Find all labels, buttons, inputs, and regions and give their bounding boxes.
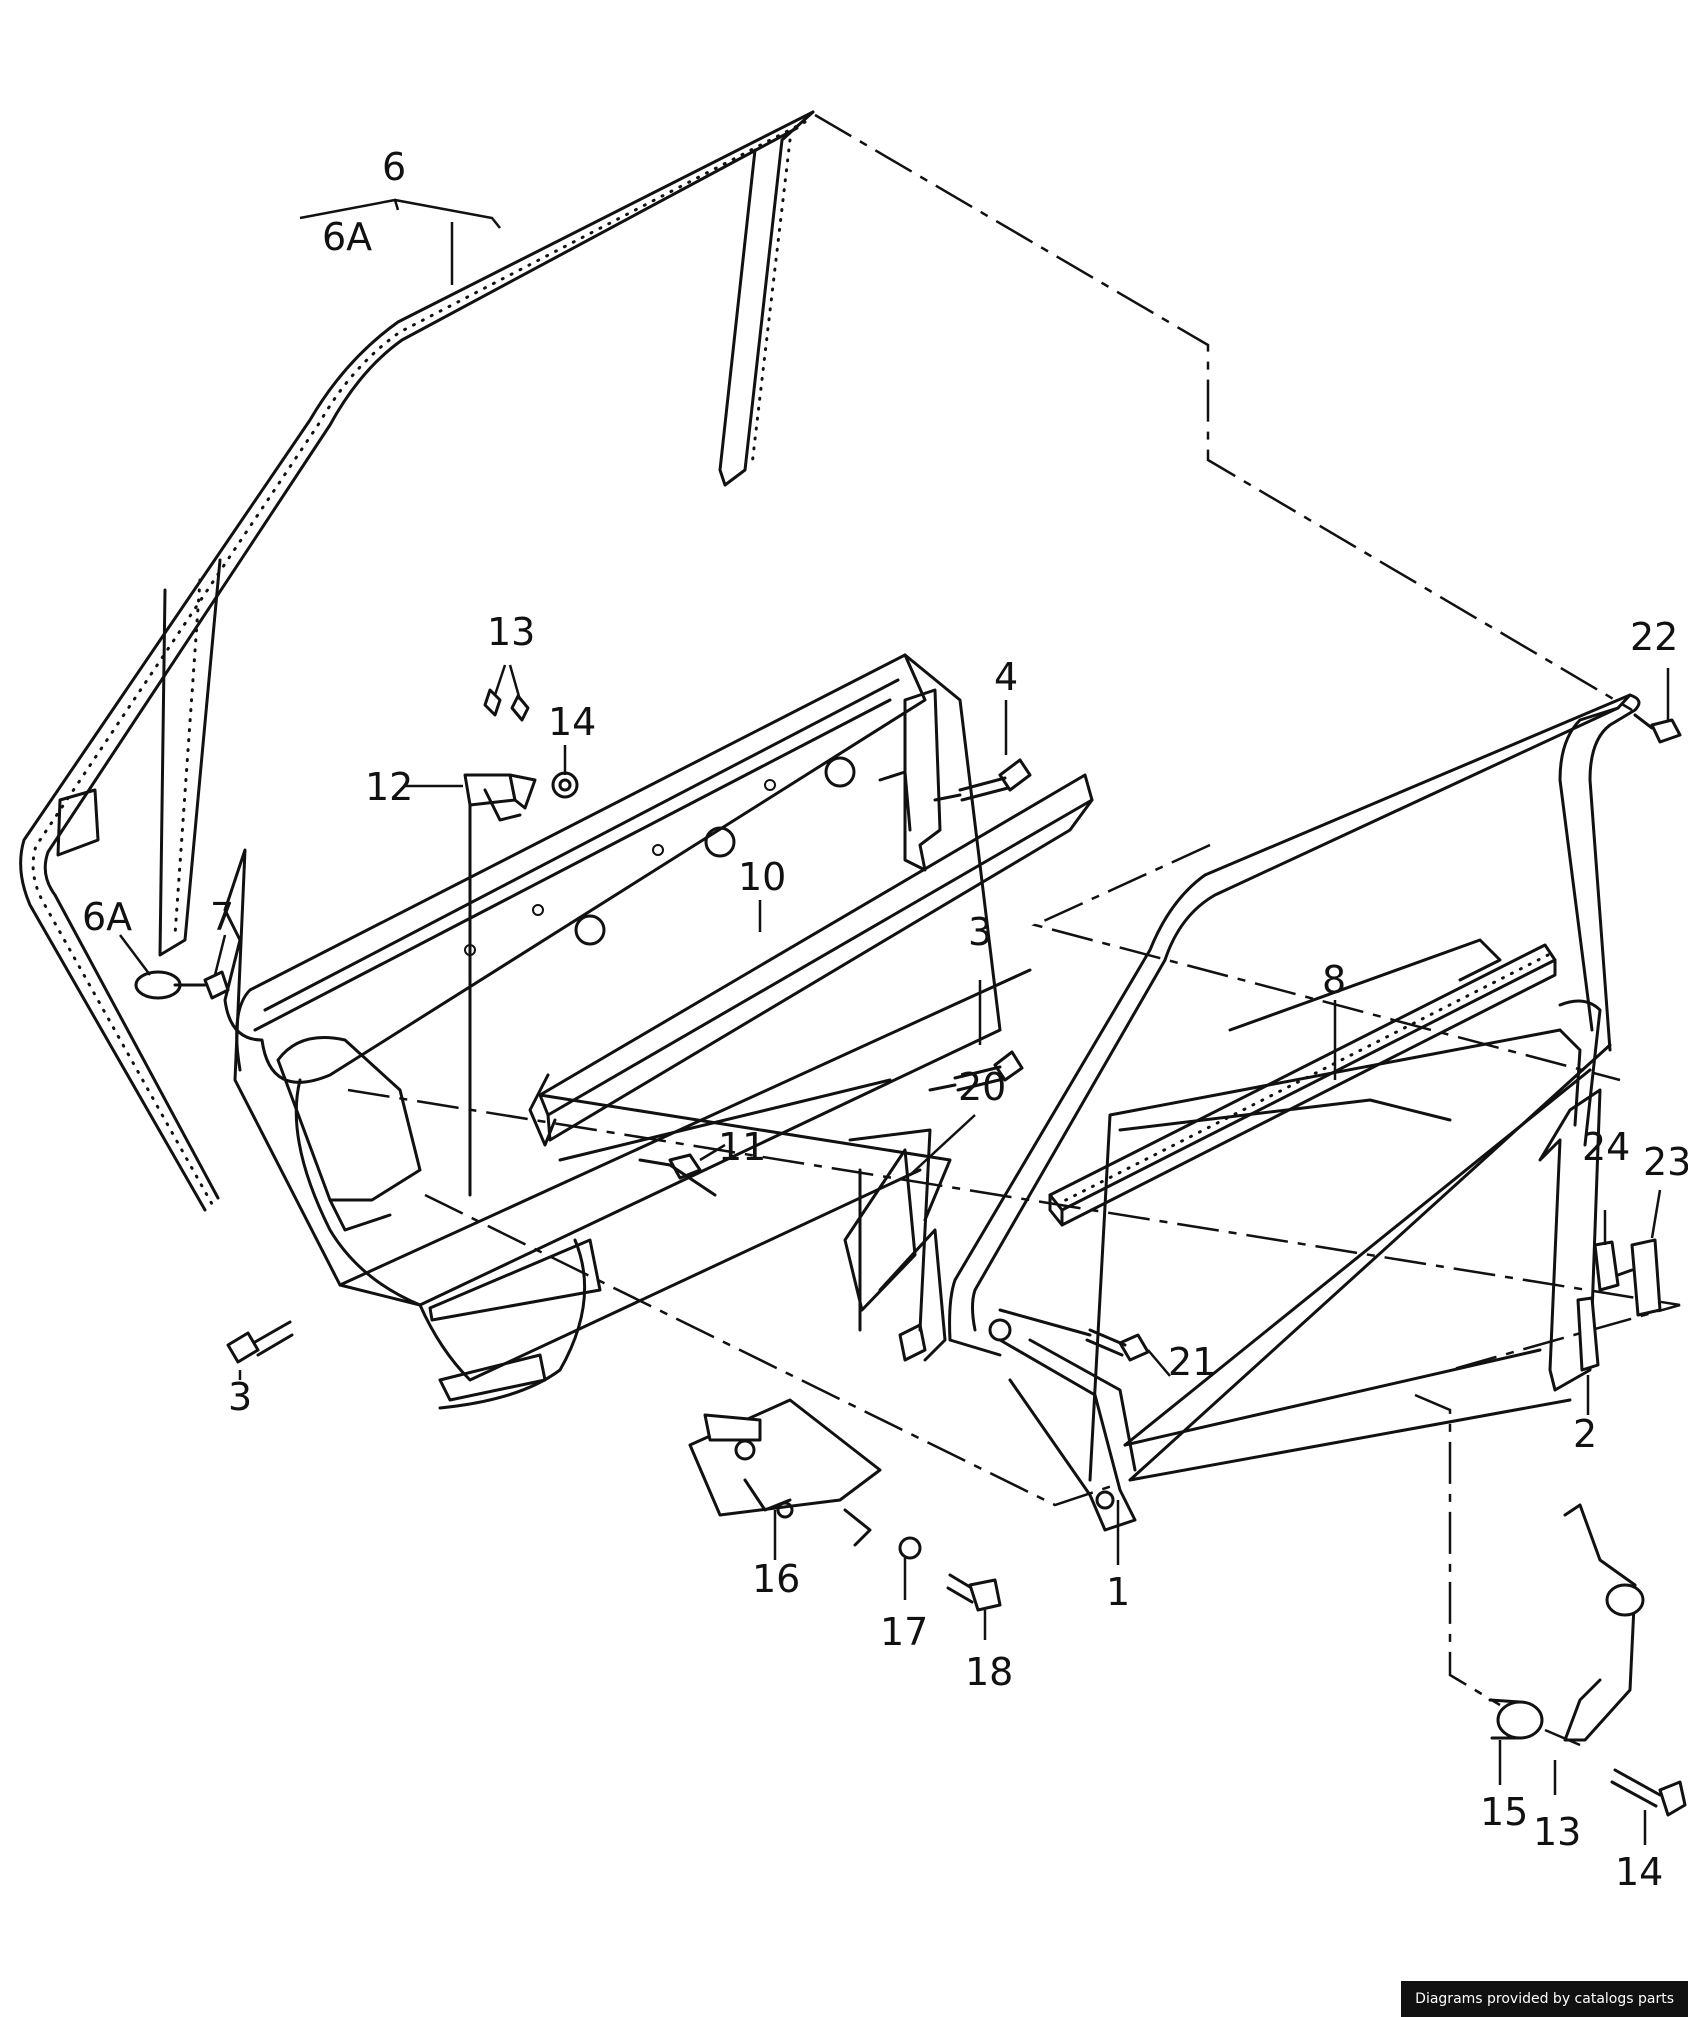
callout-12: 12 bbox=[365, 765, 413, 809]
callout-11: 11 bbox=[718, 1125, 766, 1169]
outer-window-seal-strip bbox=[1048, 943, 1557, 1227]
callout-16: 16 bbox=[752, 1557, 800, 1601]
callout-15: 15 bbox=[1480, 1790, 1528, 1834]
callout-24: 24 bbox=[1582, 1125, 1630, 1169]
callout-13-bottom: 13 bbox=[1533, 1810, 1581, 1854]
door-inner-panel bbox=[223, 653, 1032, 1410]
window-channel-seal bbox=[19, 110, 815, 1212]
callout-6a-left: 6A bbox=[82, 895, 132, 939]
callout-3-left: 3 bbox=[228, 1375, 252, 1419]
callout-21: 21 bbox=[1168, 1340, 1216, 1384]
callout-2: 2 bbox=[1573, 1412, 1597, 1456]
callout-4: 4 bbox=[994, 655, 1018, 699]
fasteners bbox=[134, 688, 1687, 1817]
callout-6a-top: 6A bbox=[322, 215, 372, 259]
reinforcement-bar bbox=[528, 773, 1094, 1222]
callout-1: 1 bbox=[1106, 1570, 1130, 1614]
callout-13-top: 13 bbox=[487, 610, 535, 654]
callout-7: 7 bbox=[210, 895, 234, 939]
diagram-credit: Diagrams provided by catalogs parts bbox=[1401, 1981, 1688, 2017]
callout-18: 18 bbox=[965, 1650, 1013, 1694]
callout-17: 17 bbox=[880, 1610, 928, 1654]
callout-22: 22 bbox=[1630, 615, 1678, 659]
door-window-frame bbox=[948, 693, 1641, 1532]
leader-lines bbox=[119, 198, 1670, 1845]
callout-labels: 6 6A 6A 7 13 14 12 4 10 3 3 11 20 8 22 2… bbox=[82, 145, 1688, 1894]
callout-14-bottom: 14 bbox=[1615, 1850, 1663, 1894]
assembly-guide-lines bbox=[347, 113, 1681, 1747]
callout-14-top: 14 bbox=[548, 700, 596, 744]
callout-23: 23 bbox=[1643, 1140, 1688, 1184]
callout-20: 20 bbox=[958, 1065, 1006, 1109]
callout-10: 10 bbox=[738, 855, 786, 899]
triangle-bracket bbox=[843, 1114, 976, 1362]
callout-8: 8 bbox=[1322, 958, 1346, 1002]
callout-6: 6 bbox=[382, 145, 406, 189]
callout-3-right: 3 bbox=[968, 910, 992, 954]
